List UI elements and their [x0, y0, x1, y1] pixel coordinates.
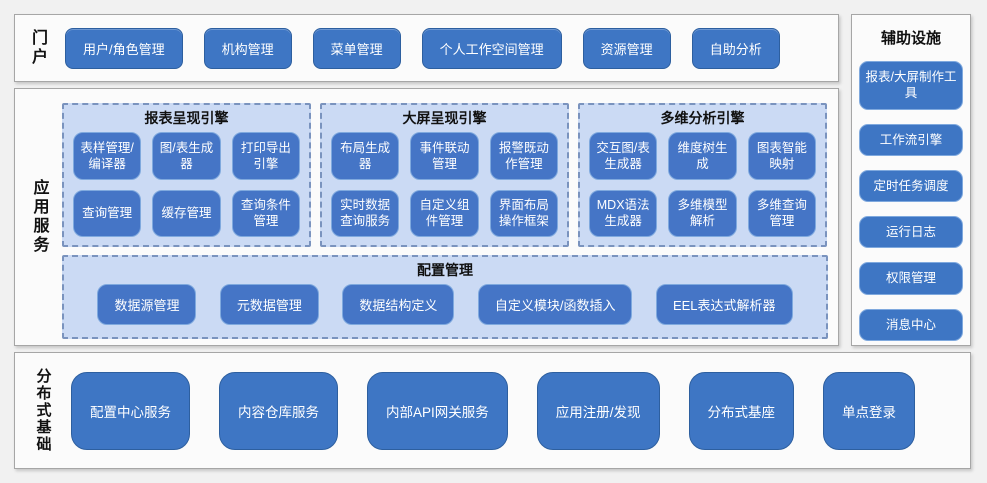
engine-group-title: 多维分析引擎	[660, 110, 745, 126]
engines-row: 报表呈现引擎 表样管理/编译器图/表生成器打印导出引擎查询管理缓存管理查询条件管…	[62, 103, 828, 247]
engine-module-grid: 布局生成器事件联动管理报警既动作管理实时数据查询服务自定义组件管理界面布局操作框…	[331, 132, 558, 237]
foundation-button[interactable]: 单点登录	[823, 371, 916, 450]
engine-module-button[interactable]: 界面布局操作框架	[489, 189, 558, 237]
engine-module-button[interactable]: 布局生成器	[331, 132, 400, 180]
app-services-content: 报表呈现引擎 表样管理/编译器图/表生成器打印导出引擎查询管理缓存管理查询条件管…	[62, 89, 838, 345]
config-module-row: 数据源管理元数据管理数据结构定义自定义模块/函数插入 EEL表达式解析器	[74, 280, 816, 329]
config-module-button[interactable]: 自定义模块/函数插入	[477, 284, 633, 325]
engine-module-button[interactable]: 表样管理/编译器	[73, 132, 142, 180]
engine-module-button[interactable]: 实时数据查询服务	[331, 189, 400, 237]
foundation-section: 分布式基础 配置中心服务内容仓库服务内部API网关服务应用注册/发现分布式基座单…	[14, 352, 971, 469]
portal-section: 门户 用户/角色管理机构管理菜单管理个人工作空间管理资源管理自助分析	[14, 14, 839, 82]
portal-button[interactable]: 资源管理	[582, 27, 671, 69]
engine-module-button[interactable]: 缓存管理	[152, 189, 221, 237]
auxiliary-button[interactable]: 定时任务调度	[859, 169, 963, 202]
config-module-button[interactable]: 数据源管理	[97, 284, 197, 325]
portal-button[interactable]: 用户/角色管理	[65, 27, 183, 69]
auxiliary-button[interactable]: 报表/大屏制作工具	[859, 61, 963, 110]
engine-module-button[interactable]: 事件联动管理	[410, 132, 479, 180]
auxiliary-button-column: 报表/大屏制作工具工作流引擎定时任务调度运行日志权限管理消息中心	[852, 61, 970, 341]
foundation-button[interactable]: 配置中心服务	[71, 371, 190, 450]
report-engine-group: 报表呈现引擎 表样管理/编译器图/表生成器打印导出引擎查询管理缓存管理查询条件管…	[62, 103, 311, 247]
foundation-button-row: 配置中心服务内容仓库服务内部API网关服务应用注册/发现分布式基座单点登录	[71, 371, 970, 450]
engine-module-grid: 表样管理/编译器图/表生成器打印导出引擎查询管理缓存管理查询条件管理	[73, 132, 300, 237]
portal-section-label: 门户	[29, 29, 46, 67]
engine-group-title: 大屏呈现引擎	[402, 110, 487, 126]
config-management-group: 配置管理 数据源管理元数据管理数据结构定义自定义模块/函数插入 EEL表达式解析器	[62, 255, 828, 339]
auxiliary-section-title: 辅助设施	[880, 30, 941, 47]
portal-button-row: 用户/角色管理机构管理菜单管理个人工作空间管理资源管理自助分析	[65, 27, 838, 69]
foundation-section-label: 分布式基础	[34, 368, 52, 453]
engine-module-button[interactable]: 查询条件管理	[231, 189, 300, 237]
engine-group-title: 报表呈现引擎	[144, 110, 229, 126]
app-services-section: 应用服务 报表呈现引擎 表样管理/编译器图/表生成器打印导出引擎查询管理缓存管理…	[14, 88, 839, 346]
engine-module-button[interactable]: 多维模型解析	[668, 189, 737, 237]
bigscreen-engine-group: 大屏呈现引擎 布局生成器事件联动管理报警既动作管理实时数据查询服务自定义组件管理…	[320, 103, 569, 247]
olap-engine-group: 多维分析引擎 交互图/表生成器维度树生成图表智能映射 MDX语法生成器多维模型解析…	[578, 103, 827, 247]
engine-module-button[interactable]: 多维查询管理	[747, 189, 816, 237]
app-services-label-column: 应用服务	[15, 89, 62, 345]
foundation-button[interactable]: 分布式基座	[688, 371, 795, 450]
foundation-button[interactable]: 内部API网关服务	[367, 371, 508, 450]
config-module-button[interactable]: 元数据管理	[219, 284, 319, 325]
auxiliary-button[interactable]: 消息中心	[859, 308, 963, 341]
engine-module-button[interactable]: 图/表生成器	[152, 132, 221, 180]
app-services-section-label: 应用服务	[30, 179, 48, 255]
engine-module-button[interactable]: 报警既动作管理	[489, 132, 558, 180]
engine-module-grid: 交互图/表生成器维度树生成图表智能映射 MDX语法生成器多维模型解析多维查询管理	[589, 132, 816, 237]
auxiliary-section: 辅助设施 报表/大屏制作工具工作流引擎定时任务调度运行日志权限管理消息中心	[851, 14, 971, 346]
engine-module-button[interactable]: 查询管理	[73, 189, 142, 237]
portal-button[interactable]: 自助分析	[691, 27, 780, 69]
foundation-button[interactable]: 内容仓库服务	[219, 371, 338, 450]
engine-module-button[interactable]: 交互图/表生成器	[589, 132, 658, 180]
engine-module-button[interactable]: 图表智能映射	[747, 132, 816, 180]
config-module-button[interactable]: 数据结构定义	[342, 284, 455, 325]
auxiliary-button[interactable]: 工作流引擎	[859, 123, 963, 156]
auxiliary-button[interactable]: 运行日志	[859, 216, 963, 249]
engine-module-button[interactable]: 自定义组件管理	[410, 189, 479, 237]
portal-button[interactable]: 菜单管理	[312, 27, 401, 69]
engine-module-button[interactable]: MDX语法生成器	[589, 189, 658, 237]
foundation-label-column: 分布式基础	[15, 368, 71, 453]
engine-module-button[interactable]: 打印导出引擎	[231, 132, 300, 180]
portal-button[interactable]: 机构管理	[203, 27, 292, 69]
foundation-button[interactable]: 应用注册/发现	[536, 371, 660, 450]
config-module-button[interactable]: EEL表达式解析器	[655, 284, 793, 325]
auxiliary-button[interactable]: 权限管理	[859, 262, 963, 295]
config-group-title: 配置管理	[417, 262, 473, 278]
engine-module-button[interactable]: 维度树生成	[668, 132, 737, 180]
portal-button[interactable]: 个人工作空间管理	[421, 27, 562, 69]
